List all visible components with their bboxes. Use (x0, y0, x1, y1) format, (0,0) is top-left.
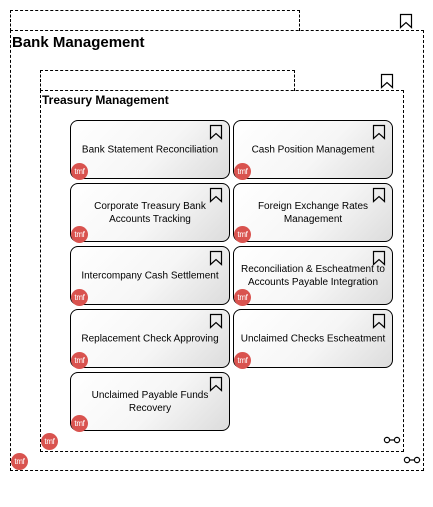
capability-label: Unclaimed Payable Funds Recovery (91, 389, 209, 414)
treasury-management-tab (40, 70, 295, 91)
capability-label: Foreign Exchange Rates Management (257, 200, 369, 225)
bookmark-icon (209, 124, 223, 140)
bookmark-icon (372, 124, 386, 140)
tmf-badge: tmf (234, 289, 251, 306)
capability-label: Cash Position Management (251, 144, 375, 155)
capability-card[interactable]: Corporate Treasury Bank Accounts Trackin… (70, 183, 230, 243)
capability-card[interactable]: Intercompany Cash Settlement tmf (70, 246, 230, 306)
bookmark-icon (209, 187, 223, 203)
tmf-badge: tmf (71, 289, 88, 306)
capability-card[interactable]: Bank Statement Reconciliation tmf (70, 120, 230, 180)
tmf-badge: tmf (71, 226, 88, 243)
bank-management-package[interactable] (10, 30, 424, 471)
bookmark-icon (380, 73, 394, 89)
capability-label: Replacement Check Approving (81, 333, 219, 344)
tmf-badge: tmf (234, 226, 251, 243)
treasury-management-package[interactable] (40, 90, 404, 452)
tmf-badge: tmf (71, 415, 88, 432)
bank-tmf-badge: tmf (11, 453, 28, 470)
capability-label: Bank Statement Reconciliation (81, 144, 219, 155)
bookmark-icon (209, 250, 223, 266)
capability-card[interactable]: Unclaimed Checks Escheatment tmf (233, 309, 393, 369)
tmf-badge: tmf (234, 352, 251, 369)
tmf-badge: tmf (71, 163, 88, 180)
tmf-badge: tmf (71, 352, 88, 369)
treasury-management-title: Treasury Management (42, 93, 169, 107)
capability-card[interactable]: Replacement Check Approving tmf (70, 309, 230, 369)
capability-label: Unclaimed Checks Escheatment (240, 333, 386, 344)
capability-label: Intercompany Cash Settlement (81, 270, 219, 281)
bookmark-icon (399, 13, 413, 29)
bookmark-icon (372, 250, 386, 266)
bookmark-icon (209, 376, 223, 392)
capability-label: Corporate Treasury Bank Accounts Trackin… (94, 200, 206, 225)
capability-card[interactable]: Foreign Exchange Rates Management tmf (233, 183, 393, 243)
bookmark-icon (209, 313, 223, 329)
capability-card[interactable]: Cash Position Management tmf (233, 120, 393, 180)
link-icon (383, 436, 401, 444)
capability-label: Reconciliation & Escheatment to Accounts… (241, 263, 385, 288)
bookmark-icon (372, 187, 386, 203)
bank-management-title: Bank Management (12, 34, 145, 51)
capability-card[interactable]: Reconciliation & Escheatment to Accounts… (233, 246, 393, 306)
bank-management-tab (10, 10, 300, 31)
link-icon (403, 456, 421, 464)
tmf-badge: tmf (234, 163, 251, 180)
bookmark-icon (372, 313, 386, 329)
treasury-tmf-badge: tmf (41, 433, 58, 450)
capability-card[interactable]: Unclaimed Payable Funds Recovery tmf (70, 372, 230, 432)
